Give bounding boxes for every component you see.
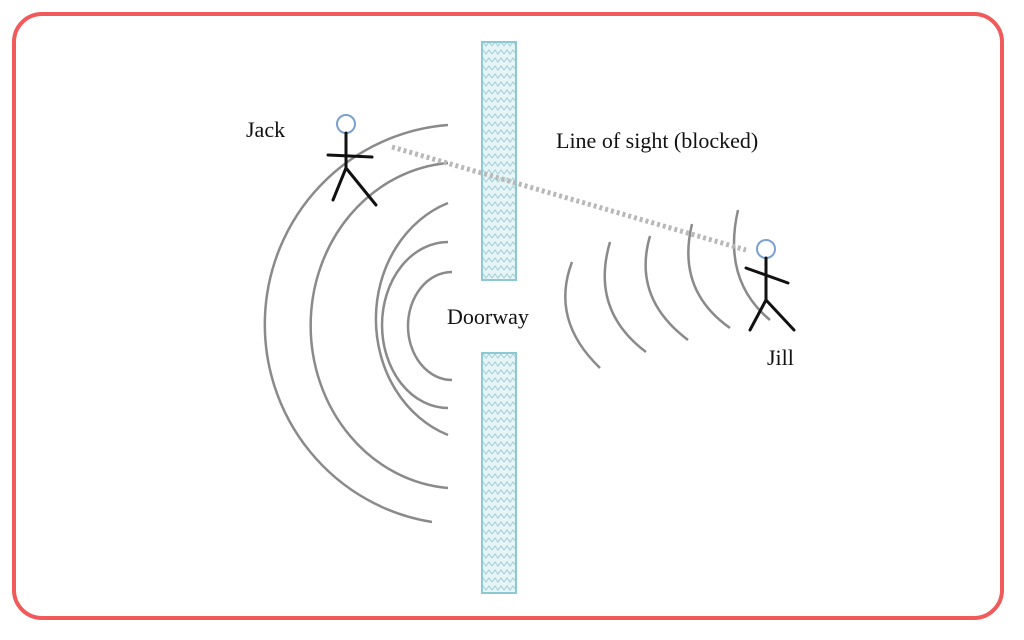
line-of-sight-label: Line of sight (blocked) (556, 128, 758, 153)
wave-right-3 (644, 235, 689, 341)
wave-right-4 (687, 223, 731, 330)
doorway-label: Doorway (447, 304, 529, 329)
line-of-sight (391, 144, 747, 253)
wall-lower (481, 352, 517, 594)
wave-right-1 (564, 261, 601, 369)
jill-figure (744, 239, 796, 332)
wave-left-5 (263, 123, 449, 524)
wave-left-2 (380, 240, 449, 410)
jack-label: Jack (246, 117, 285, 142)
wall-upper (481, 41, 517, 281)
jack-figure (326, 114, 378, 207)
wave-right-2 (603, 241, 647, 353)
wave-left-1 (406, 270, 453, 382)
jill-label: Jill (767, 345, 794, 370)
wave-left-4 (309, 161, 449, 490)
wave-left-3 (374, 201, 449, 437)
